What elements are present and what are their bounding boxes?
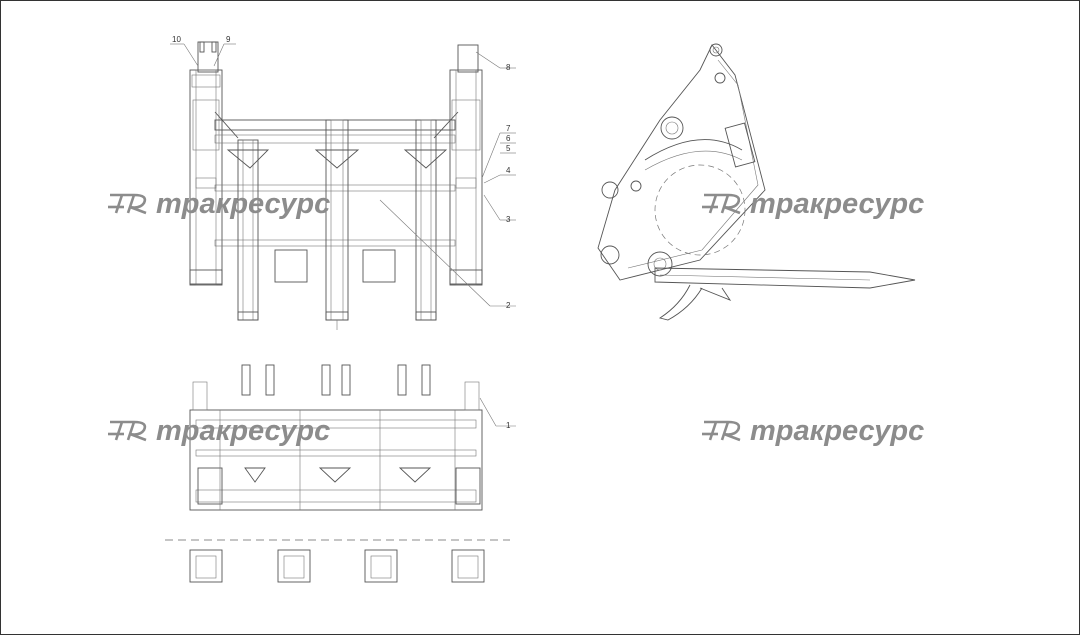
watermark-text: тракресурс [750,415,924,447]
watermark-3: тракресурс [108,415,330,447]
callout-10: 10 [172,35,181,44]
callout-7: 7 [506,124,511,133]
plan-view [165,364,510,583]
watermark-4: тракресурс [702,415,924,447]
callout-6: 6 [506,134,511,143]
callout-4: 4 [506,166,511,175]
callout-3: 3 [506,215,511,224]
callout-8: 8 [506,63,511,72]
watermark-text: тракресурс [750,188,924,220]
watermark-text: тракресурс [156,188,330,220]
watermark-text: тракресурс [156,415,330,447]
callout-9: 9 [226,35,231,44]
tr-logo-icon [108,193,147,215]
side-view [597,43,916,321]
tr-logo-icon [702,193,741,215]
watermark-2: тракресурс [702,188,924,220]
tr-logo-icon [108,420,147,442]
tr-logo-icon [702,420,741,442]
watermark-1: тракресурс [108,188,330,220]
front-view [189,41,483,330]
callout-leaders [170,43,516,427]
callout-5: 5 [506,144,511,153]
callout-2: 2 [506,301,511,310]
callout-1: 1 [506,421,511,430]
